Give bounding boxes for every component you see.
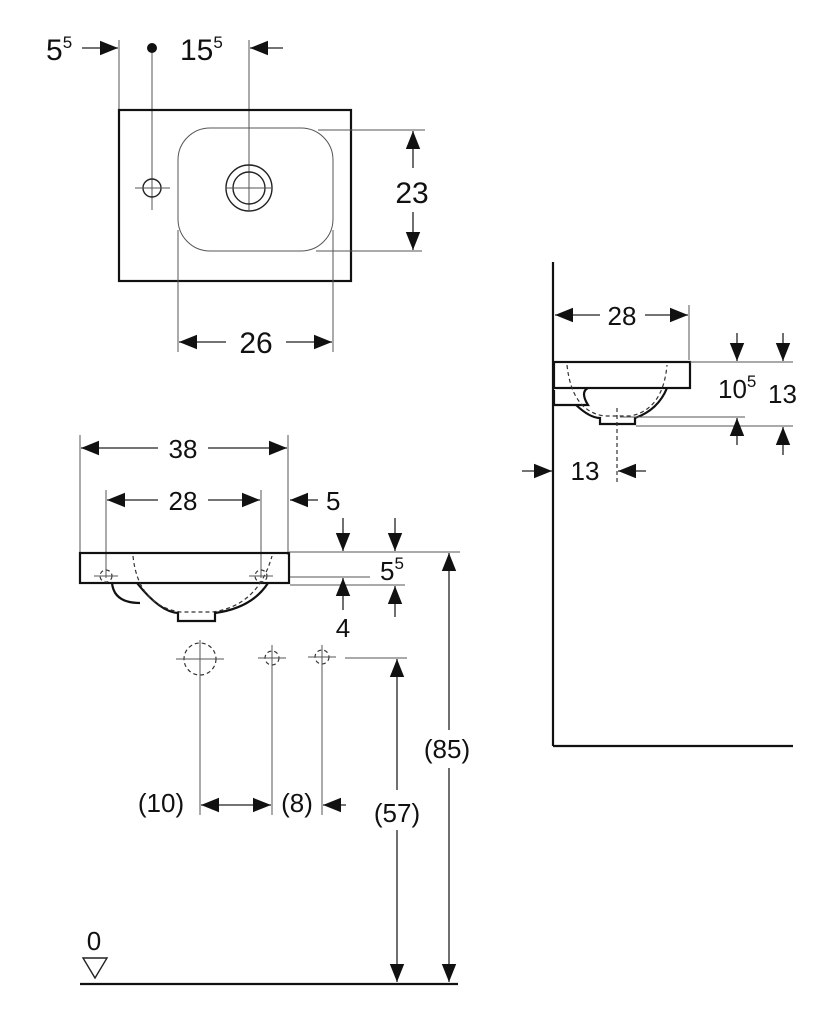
basin-outline: [117, 108, 353, 283]
dim-spacing-a: (10): [138, 788, 184, 818]
dim-spacing-b: (8): [281, 788, 313, 818]
dim-mounting-height: (85): [424, 734, 470, 764]
dim-drain-offset: 155: [180, 33, 223, 67]
dim-depth: 28: [608, 301, 637, 331]
dim-bowl-depth: 23: [395, 177, 428, 210]
basin-rim: [78, 551, 291, 585]
tap-hole-right: [249, 569, 273, 583]
dim-drain-distance: 13: [571, 456, 600, 486]
top-view: 55 155 23 26: [46, 33, 429, 360]
dim-overall-width: 38: [169, 434, 198, 464]
floor-level-label: 0: [87, 926, 101, 956]
dim-left-offset: 55: [46, 33, 72, 67]
front-view: 38 28 5 55 4: [78, 434, 470, 986]
drain: [225, 164, 273, 212]
floor-level-symbol: [81, 957, 109, 980]
dim-rim-height: 55: [380, 554, 404, 586]
dim-bowl-width: 26: [239, 327, 272, 360]
side-view: 28 105 13 13: [522, 262, 797, 748]
dim-connection-height: (57): [374, 798, 420, 828]
overflow-outline: [110, 582, 141, 605]
bowl-outline: [136, 582, 269, 623]
dim-height-a: 105: [718, 372, 756, 404]
tap-hole-left: [94, 569, 118, 583]
basin-rim: [552, 360, 692, 390]
dim-tap-hole-spacing: 28: [169, 486, 198, 516]
dim-right-offset: 5: [326, 486, 340, 516]
bowl-outline: [177, 127, 334, 252]
dim-hole-height: 4: [336, 613, 350, 643]
bowl-hidden-line: [132, 555, 273, 613]
tap-axis-dot: [147, 43, 157, 53]
tap-hole: [135, 178, 170, 198]
dim-height-b: 13: [768, 379, 797, 409]
bracket-outline: [552, 387, 590, 407]
